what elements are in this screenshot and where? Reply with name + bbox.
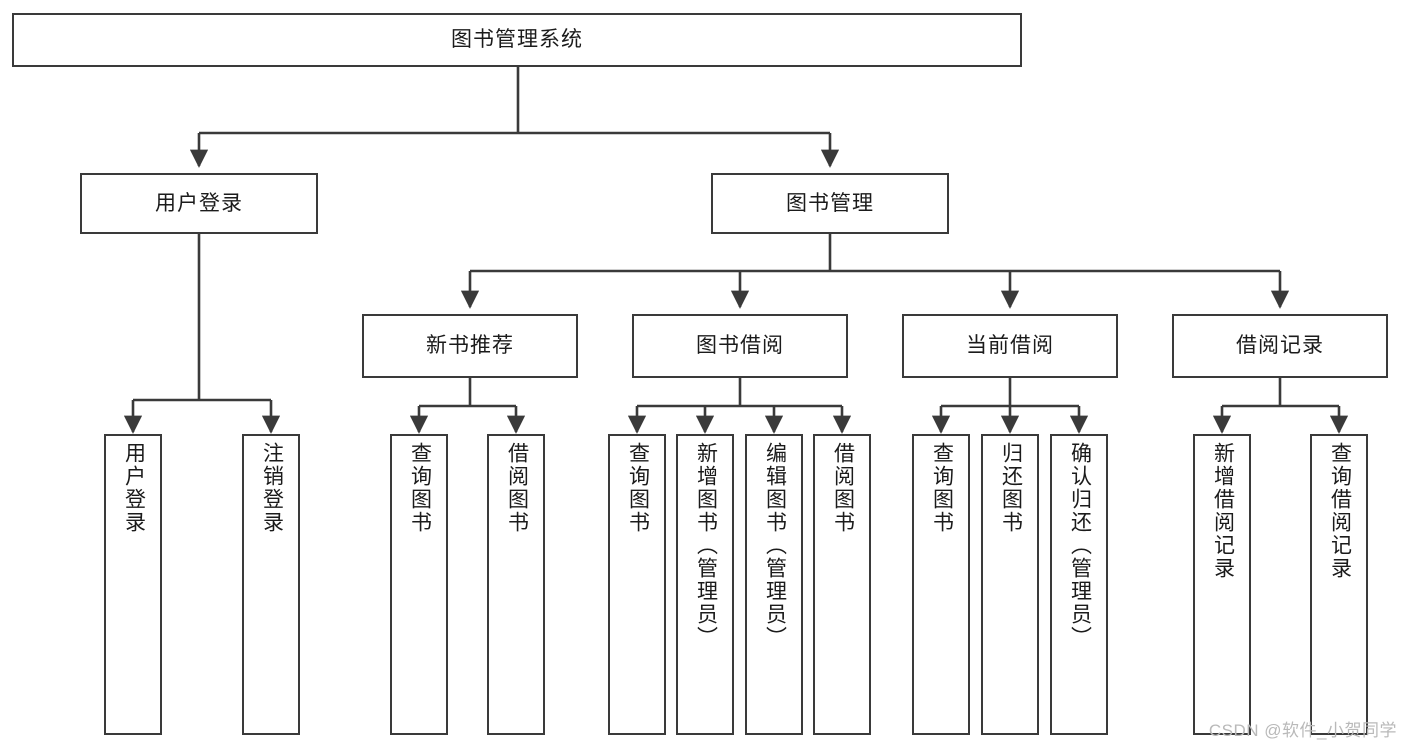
node-label: 图书管理 bbox=[786, 191, 874, 215]
node-label: 确认归还（管理员） bbox=[1068, 442, 1092, 649]
leaf-logout[interactable]: 注销登录 bbox=[242, 434, 300, 735]
leaf-query-book-current[interactable]: 查询图书 bbox=[912, 434, 970, 735]
node-label: 借阅记录 bbox=[1236, 334, 1324, 358]
node-label: 归还图书 bbox=[999, 442, 1023, 534]
leaf-query-book-borrow[interactable]: 查询图书 bbox=[608, 434, 666, 735]
node-label: 新增借阅记录 bbox=[1211, 442, 1235, 580]
leaf-edit-book-admin[interactable]: 编辑图书（管理员） bbox=[745, 434, 803, 735]
node-label: 查询借阅记录 bbox=[1328, 442, 1352, 580]
leaf-return-book[interactable]: 归还图书 bbox=[981, 434, 1039, 735]
node-label: 用户登录 bbox=[155, 191, 243, 215]
node-label: 编辑图书（管理员） bbox=[763, 442, 787, 649]
leaf-add-borrow-record[interactable]: 新增借阅记录 bbox=[1193, 434, 1251, 735]
leaf-query-book-recommend[interactable]: 查询图书 bbox=[390, 434, 448, 735]
node-label: 新书推荐 bbox=[426, 334, 514, 358]
node-label: 新增图书（管理员） bbox=[694, 442, 718, 649]
node-current-borrow[interactable]: 当前借阅 bbox=[902, 314, 1118, 378]
node-label: 查询图书 bbox=[408, 442, 432, 534]
node-label: 查询图书 bbox=[930, 442, 954, 534]
node-new-book-recommend[interactable]: 新书推荐 bbox=[362, 314, 578, 378]
node-label: 用户登录 bbox=[122, 442, 146, 534]
node-label: 图书借阅 bbox=[696, 334, 784, 358]
node-label: 注销登录 bbox=[260, 442, 284, 534]
watermark-text: CSDN @软件_小贺同学 bbox=[1208, 721, 1397, 740]
node-user-login[interactable]: 用户登录 bbox=[80, 173, 318, 234]
leaf-borrow-book-recommend[interactable]: 借阅图书 bbox=[487, 434, 545, 735]
node-book-borrow[interactable]: 图书借阅 bbox=[632, 314, 848, 378]
leaf-add-book-admin[interactable]: 新增图书（管理员） bbox=[676, 434, 734, 735]
node-borrow-record[interactable]: 借阅记录 bbox=[1172, 314, 1388, 378]
node-label: 图书管理系统 bbox=[451, 28, 583, 52]
node-label: 查询图书 bbox=[626, 442, 650, 534]
node-label: 借阅图书 bbox=[831, 442, 855, 534]
leaf-borrow-book[interactable]: 借阅图书 bbox=[813, 434, 871, 735]
leaf-user-login[interactable]: 用户登录 bbox=[104, 434, 162, 735]
node-label: 借阅图书 bbox=[505, 442, 529, 534]
leaf-confirm-return-admin[interactable]: 确认归还（管理员） bbox=[1050, 434, 1108, 735]
leaf-query-borrow-record[interactable]: 查询借阅记录 bbox=[1310, 434, 1368, 735]
node-book-management-system[interactable]: 图书管理系统 bbox=[12, 13, 1022, 67]
node-label: 当前借阅 bbox=[966, 334, 1054, 358]
node-book-management[interactable]: 图书管理 bbox=[711, 173, 949, 234]
